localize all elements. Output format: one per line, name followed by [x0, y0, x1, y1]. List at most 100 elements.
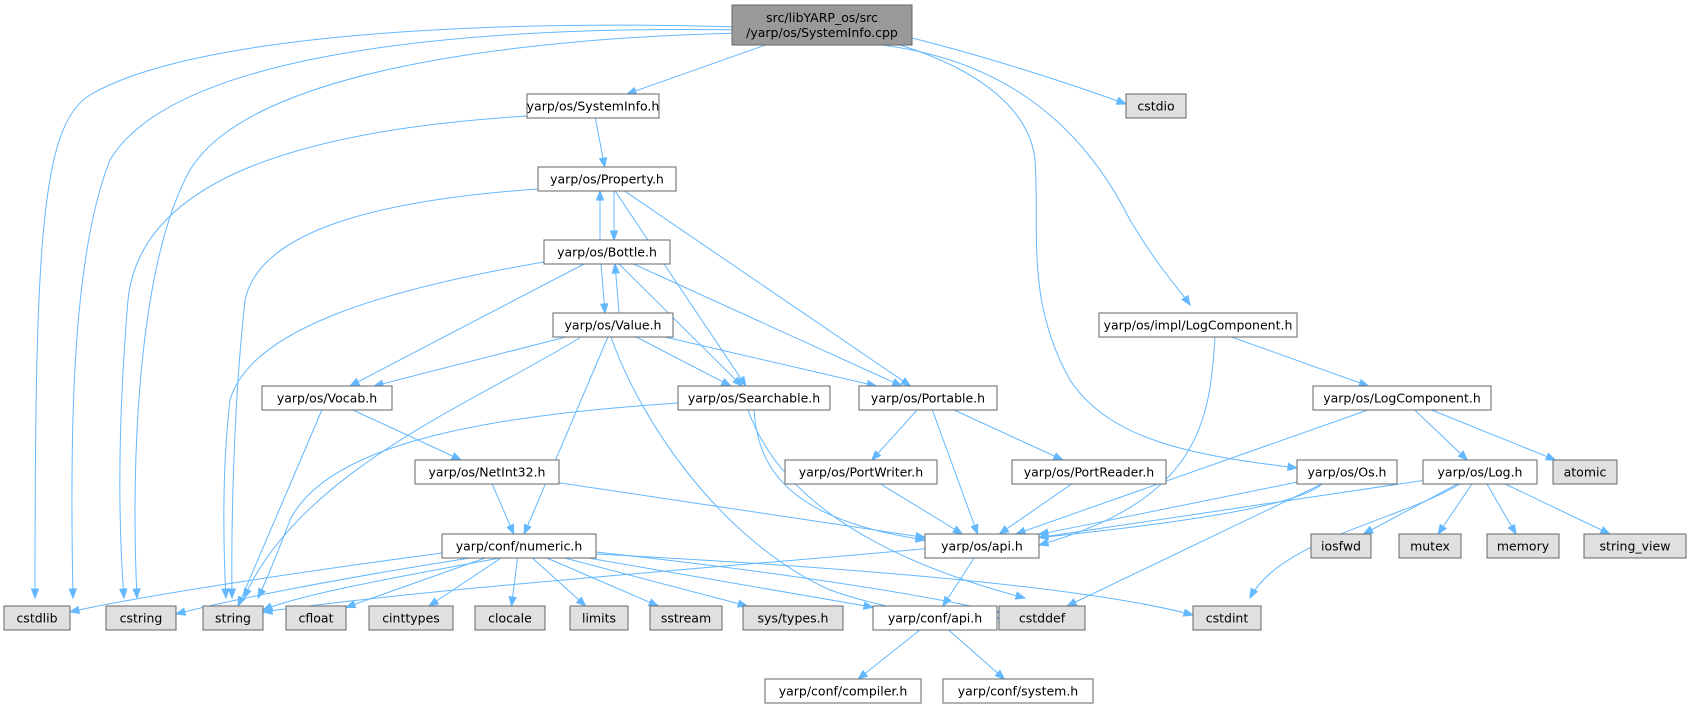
edge-Property_h-to-Bottle_h	[609, 190, 619, 242]
node-logcomponent-h[interactable]: yarp/os/LogComponent.h	[1312, 385, 1492, 411]
node-system-h[interactable]: yarp/conf/system.h	[942, 678, 1094, 704]
node-portreader-h[interactable]: yarp/os/PortReader.h	[1011, 459, 1167, 485]
edge-arrowhead	[1287, 462, 1299, 472]
node-box	[764, 678, 922, 704]
edge-arrowhead	[998, 525, 1010, 535]
edge-NetInt32_h-to-numeric_h	[491, 483, 515, 536]
node-os-h[interactable]: yarp/os/Os.h	[1296, 459, 1398, 485]
edge-line	[175, 557, 471, 615]
edge-line	[34, 24, 743, 599]
node-box	[474, 605, 546, 631]
node-log-h[interactable]: yarp/os/Log.h	[1422, 459, 1538, 485]
edge-line	[523, 336, 609, 535]
edge-line	[626, 44, 766, 95]
edge-line	[345, 557, 486, 608]
edge-arrowhead	[1014, 591, 1027, 600]
node-bottle-h[interactable]: yarp/os/Bottle.h	[543, 239, 671, 265]
edge-arrowhead	[857, 669, 869, 680]
node-label: yarp/os/Value.h	[565, 318, 662, 333]
edge-arrowhead	[1115, 96, 1128, 105]
edge-arrowhead	[600, 303, 609, 315]
node-vocab-h[interactable]: yarp/os/Vocab.h	[261, 385, 393, 411]
edge-arrowhead	[174, 607, 187, 616]
edge-root-to-cstdio	[911, 37, 1128, 105]
edge-arrowhead	[119, 588, 128, 600]
edge-LogComponentImpl_h-to-LogComponent_h	[1231, 336, 1370, 387]
edge-arrowhead	[737, 375, 747, 388]
node-os-api-h[interactable]: yarp/os/api.h	[924, 533, 1040, 559]
edge-arrowhead	[508, 596, 517, 608]
edge-arrowhead	[952, 525, 964, 535]
edge-NetInt32_h-to-os_api_h	[558, 482, 927, 541]
node-box	[285, 605, 347, 631]
edge-line	[237, 409, 323, 607]
node-systypes-h: sys/types.h	[742, 605, 844, 631]
node-box	[202, 605, 264, 631]
edge-Bottle_h-to-string	[221, 261, 545, 600]
edge-numeric_h-to-cstring	[174, 557, 471, 616]
edge-Os_h-to-os_api_h	[1037, 481, 1298, 537]
node-label: cstdint	[1206, 611, 1249, 626]
edge-line	[69, 552, 443, 613]
node-compiler-h[interactable]: yarp/conf/compiler.h	[764, 678, 922, 704]
edge-numeric_h-to-sstream	[546, 557, 660, 607]
edge-arrowhead	[427, 597, 440, 607]
edge-arrowhead	[1437, 523, 1447, 536]
node-logcomponentimpl-h[interactable]: yarp/os/impl/LogComponent.h	[1098, 312, 1298, 338]
node-searchable-h[interactable]: yarp/os/Searchable.h	[677, 385, 831, 411]
node-box	[543, 239, 671, 265]
edge-arrowhead	[609, 230, 619, 242]
edge-arrowhead	[506, 523, 515, 536]
edge-PortReader_h-to-os_api_h	[998, 483, 1072, 535]
node-value-h[interactable]: yarp/os/Value.h	[552, 312, 674, 338]
edge-arrowhead	[450, 452, 463, 461]
edge-arrowhead	[1544, 452, 1557, 461]
edge-Log_h-to-cstdint	[1249, 483, 1461, 600]
edge-root-to-cstring	[68, 28, 743, 600]
node-numeric-h[interactable]: yarp/conf/numeric.h	[441, 533, 597, 559]
edge-LogComponent_h-to-atomic	[1431, 409, 1557, 461]
edge-arrowhead	[647, 598, 660, 607]
node-box	[1192, 605, 1262, 631]
node-box	[1398, 533, 1462, 559]
edge-arrowhead	[30, 588, 40, 600]
edge-Property_h-to-Searchable_h	[614, 190, 747, 388]
edge-arrowhead	[1362, 525, 1374, 535]
edge-arrowhead	[720, 377, 733, 387]
node-label: yarp/os/PortWriter.h	[799, 465, 923, 480]
edge-line	[881, 44, 1191, 306]
edge-Value_h-to-Searchable_h	[635, 336, 733, 387]
edge-Log_h-to-mutex	[1437, 483, 1473, 536]
edge-arrowhead	[1599, 526, 1612, 535]
edge-PortWriter_h-to-os_api_h	[880, 483, 964, 535]
edge-Vocab_h-to-NetInt32_h	[352, 409, 463, 461]
edge-line	[1249, 483, 1461, 599]
edge-arrowhead	[891, 378, 903, 387]
edge-arrowhead	[1457, 450, 1469, 461]
node-box	[858, 385, 998, 411]
node-label: atomic	[1564, 465, 1607, 480]
edge-Bottle_h-to-Vocab_h	[348, 263, 585, 387]
edge-arrowhead	[1507, 523, 1517, 536]
node-label: yarp/os/Vocab.h	[277, 391, 377, 406]
edge-line	[231, 188, 539, 599]
node-label: cstring	[120, 611, 163, 626]
edge-arrowhead	[1052, 452, 1065, 461]
node-systeminfo-h[interactable]: yarp/os/SystemInfo.h	[526, 93, 660, 119]
node-portwriter-h[interactable]: yarp/os/PortWriter.h	[784, 459, 938, 485]
node-conf-api-h[interactable]: yarp/conf/api.h	[872, 605, 998, 631]
node-label: yarp/conf/system.h	[958, 684, 1078, 699]
node-clocale: clocale	[474, 605, 546, 631]
node-label: yarp/os/Searchable.h	[688, 391, 820, 406]
node-root[interactable]: src/libYARP_os/src/yarp/os/SystemInfo.cp…	[731, 4, 913, 46]
node-label: limits	[582, 611, 616, 626]
edge-arrowhead	[942, 595, 952, 608]
node-box	[526, 93, 660, 119]
node-portable-h[interactable]: yarp/os/Portable.h	[858, 385, 998, 411]
edge-arrowhead	[598, 156, 608, 169]
node-property-h[interactable]: yarp/os/Property.h	[537, 166, 677, 192]
edge-numeric_h-to-cstdint	[595, 553, 1195, 617]
node-label: iosfwd	[1321, 539, 1361, 554]
node-netint32-h[interactable]: yarp/os/NetInt32.h	[414, 459, 560, 485]
node-label: cstddef	[1019, 611, 1066, 626]
